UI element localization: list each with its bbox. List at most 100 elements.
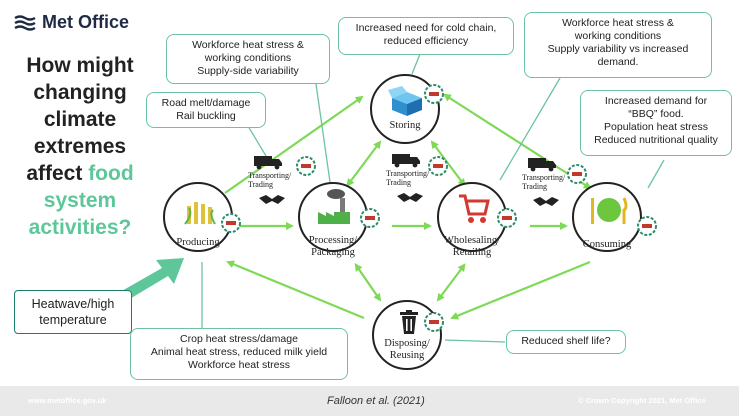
- plate-icon: [591, 197, 628, 224]
- minus-badge-icon: [567, 164, 587, 184]
- label-disposing: Disposing/ Reusing: [362, 338, 452, 362]
- label-consuming: Consuming: [582, 239, 632, 250]
- label-wholesaling: Wholesaling/ Retailing: [427, 235, 517, 259]
- node-storing: [370, 74, 440, 144]
- pointer-bbq: [647, 159, 665, 189]
- callout-line: Supply-side variability: [197, 65, 299, 77]
- label-line: Retailing: [452, 247, 492, 258]
- transport-label: Transporting/Trading: [248, 171, 291, 189]
- callout-line: Increased demand for: [604, 95, 708, 107]
- footer-copyright: © Crown Copyright 2021, Met Office: [578, 396, 706, 405]
- callout-crop: Crop heat stress/damage Animal heat stre…: [130, 328, 348, 380]
- transport-line: Trading: [522, 182, 548, 191]
- label-line: Processing/: [308, 235, 358, 246]
- callout-workforce-left: Workforce heat stress & working conditio…: [166, 34, 330, 84]
- label-line: Disposing/: [384, 338, 430, 349]
- arrow-consuming-disposing: [450, 260, 591, 320]
- pointer-road: [247, 125, 267, 157]
- arrow-producing-storing: [224, 95, 364, 194]
- node-consuming: [572, 182, 642, 252]
- callout-shelf: Reduced shelf life?: [506, 330, 626, 354]
- question-line: affect food: [10, 160, 150, 187]
- callout-line: Animal heat stress, reduced milk yield: [150, 346, 328, 358]
- pointer-workforce-right: [499, 77, 561, 181]
- callout-workforce-right: Workforce heat stress & working conditio…: [524, 12, 712, 78]
- label-line: Reusing: [389, 350, 425, 361]
- callout-line: working conditions: [574, 30, 662, 42]
- big-arrow-icon: [120, 258, 184, 300]
- pointer-workforce-left: [315, 83, 331, 183]
- truck-icon: [254, 156, 282, 170]
- arrow-storing-consuming: [442, 93, 592, 190]
- driver-box: Heatwave/high temperature: [14, 290, 132, 334]
- driver-line: temperature: [39, 313, 107, 327]
- pointer-cold-chain: [411, 53, 421, 75]
- callout-line: Reduced nutritional quality: [594, 134, 718, 146]
- minus-badge-icon: [424, 84, 444, 104]
- transport-line: Transporting/: [522, 173, 566, 182]
- label-line: Wholesaling/: [444, 235, 500, 246]
- question-line: extremes: [33, 135, 127, 158]
- transport-label: Transporting/Trading: [386, 169, 429, 187]
- callout-line: Road melt/damage: [161, 97, 251, 109]
- node-wholesaling: [437, 182, 507, 252]
- callout-line: Rail buckling: [176, 110, 236, 122]
- callout-bbq: Increased demand for “BBQ” food. Populat…: [580, 90, 732, 156]
- crop-icon: [184, 202, 216, 225]
- cart-icon: [459, 194, 490, 223]
- truck-icon: [528, 158, 556, 172]
- handshake-icon: [533, 197, 559, 206]
- question-line: climate: [43, 108, 117, 131]
- minus-badge-icon: [296, 156, 316, 176]
- arrow-wholesaling-disposing: [436, 263, 466, 302]
- box-icon: [388, 86, 422, 116]
- question-accent: food: [88, 162, 134, 185]
- callout-line: reduced efficiency: [383, 35, 469, 47]
- handshake-icon: [397, 193, 423, 202]
- minus-badge-icon: [497, 208, 517, 228]
- callout-line: Workforce heat stress: [188, 359, 290, 371]
- transport-label: Transporting/Trading: [522, 173, 565, 191]
- factory-icon: [318, 189, 350, 224]
- callout-line: “BBQ” food.: [628, 108, 684, 120]
- question-accent: activities?: [28, 216, 132, 239]
- footer-website[interactable]: www.metoffice.gov.uk: [28, 396, 107, 405]
- question-word: affect: [26, 162, 83, 185]
- callout-line: demand.: [597, 56, 639, 68]
- callout-line: Supply variability vs increased: [547, 43, 689, 55]
- met-office-logo: Met Office: [14, 12, 129, 33]
- minus-badge-icon: [360, 208, 380, 228]
- callout-line: Reduced shelf life?: [521, 335, 611, 347]
- label-storing: Storing: [389, 120, 421, 131]
- node-processing: [298, 182, 368, 252]
- pointer-shelf: [444, 339, 506, 343]
- minus-badge-icon: [637, 216, 657, 236]
- bin-icon: [400, 310, 418, 334]
- transport-line: Trading: [386, 178, 412, 187]
- met-office-logo-icon: [14, 14, 36, 31]
- question-line: How might: [26, 54, 134, 77]
- callout-line: Increased need for cold chain,: [355, 22, 497, 34]
- logo-text: Met Office: [42, 12, 130, 32]
- arrow-disposing-producing: [226, 260, 365, 320]
- driver-line: Heatwave/high: [31, 297, 115, 311]
- truck-icon: [392, 154, 420, 168]
- footer-citation: Falloon et al. (2021): [327, 395, 425, 407]
- transport-2: Transporting/Trading: [384, 152, 440, 206]
- handshake-icon: [259, 195, 285, 204]
- question-accent: system: [43, 189, 117, 212]
- callout-line: Workforce heat stress &: [562, 17, 674, 29]
- label-line: Packaging: [311, 247, 355, 258]
- minus-badge-icon: [424, 312, 444, 332]
- minus-badge-icon: [428, 156, 448, 176]
- callout-line: Population heat stress: [604, 121, 708, 133]
- label-processing: Processing/ Packaging: [288, 235, 378, 259]
- title-question: How might changing climate extremes affe…: [10, 52, 150, 241]
- callout-line: Crop heat stress/damage: [180, 333, 298, 345]
- callout-line: Workforce heat stress &: [192, 39, 304, 51]
- transport-line: Transporting/: [248, 171, 292, 180]
- node-producing: [163, 182, 233, 252]
- transport-line: Transporting/: [386, 169, 430, 178]
- callout-cold-chain: Increased need for cold chain, reduced e…: [338, 17, 514, 55]
- label-producing: Producing: [176, 237, 220, 248]
